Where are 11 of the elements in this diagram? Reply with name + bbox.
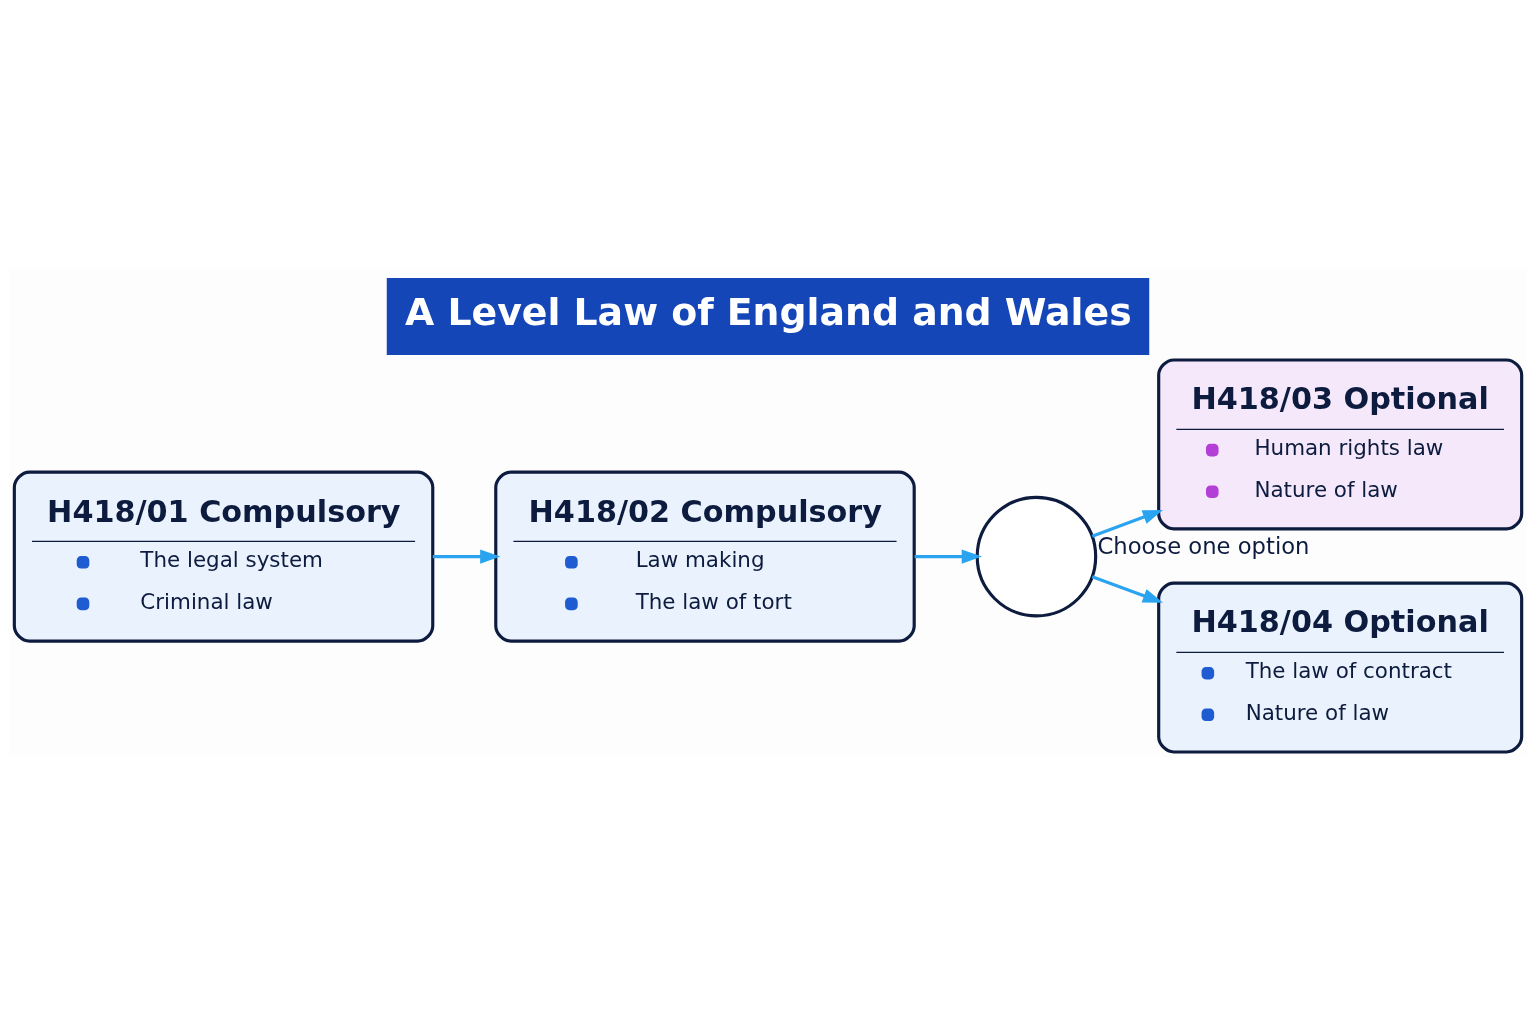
- node-box: H418/01 Compulsory The legal system Criminal law: [12, 470, 435, 643]
- node-box: H418/02 Compulsory Law making The law of tort: [494, 470, 916, 643]
- node-box: H418/04 Optional The law of contract Nature of law: [1157, 581, 1524, 754]
- node-label: Choose one option: [1097, 532, 1310, 559]
- arrow: [914, 549, 982, 564]
- arrow: [1091, 574, 1163, 603]
- arrow: [432, 549, 501, 564]
- node-box: H418/03 Optional Human rights law Nature of law: [1157, 357, 1524, 530]
- node-circle: [975, 495, 1098, 617]
- arrow: [1091, 509, 1163, 538]
- diagram-title: A Level Law of England and Wales: [405, 289, 1132, 334]
